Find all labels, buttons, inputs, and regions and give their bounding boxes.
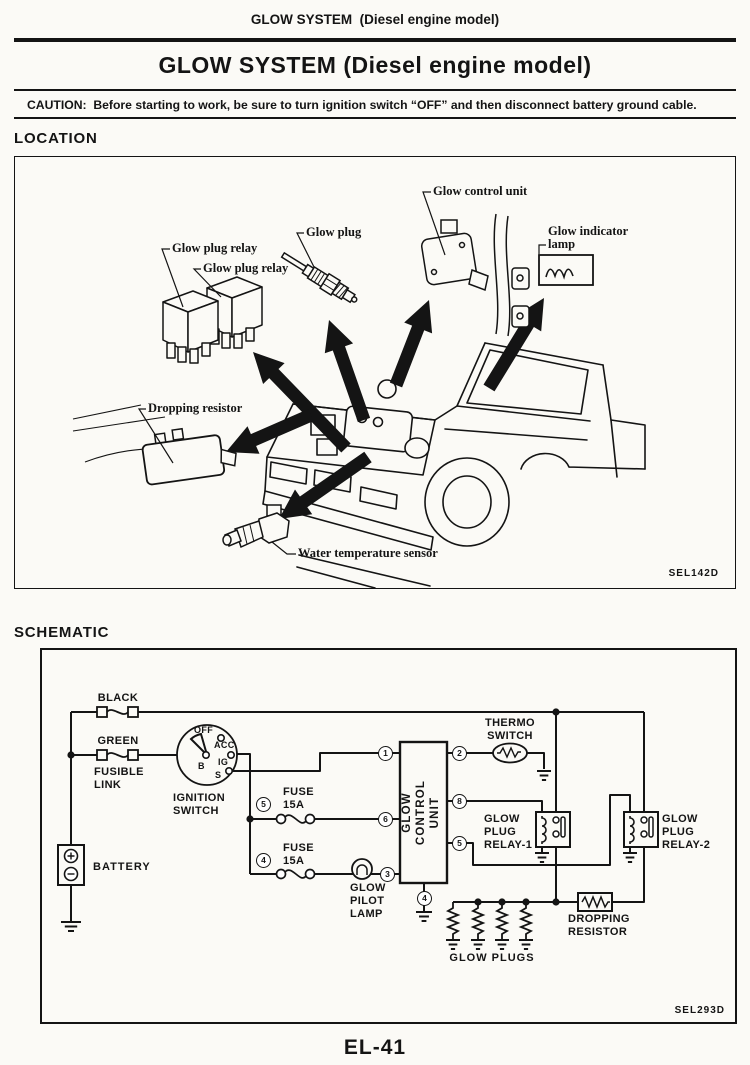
water-temperature-sensor-sketch <box>222 504 290 549</box>
glow-indicator-lamp-sketch <box>538 254 594 286</box>
schematic-heading: SCHEMATIC <box>14 624 110 641</box>
label-black-wire: BLACK <box>97 692 139 704</box>
caution-note: CAUTION: Before starting to work, be sur… <box>27 98 697 112</box>
label-water-temperature-sensor: Water temperature sensor <box>298 546 438 560</box>
pointer-arrow <box>324 320 371 423</box>
glow-plug-sketch <box>280 251 358 304</box>
glow-pilot-lamp-symbol <box>351 858 373 880</box>
divider <box>14 117 736 120</box>
label-glow-indicator-lamp: Glow indicator lamp <box>548 224 629 251</box>
junction-dots <box>67 708 560 906</box>
fusible-links <box>96 706 139 761</box>
terminal-1: 1 <box>378 746 393 761</box>
location-illustration <box>72 191 646 588</box>
label-position-off: OFF <box>194 725 214 735</box>
figure-id-schematic: SEL293D <box>674 1005 725 1016</box>
label-fusible-link: FUSIBLE LINK <box>94 766 144 791</box>
glow-control-unit-label: GLOW CONTROL UNIT <box>401 779 441 846</box>
glow-plugs-symbols <box>445 902 534 940</box>
glow-plug-relay-2-symbol <box>623 811 659 848</box>
glow-control-unit-sketch <box>420 213 530 337</box>
dropping-resistor-sketch <box>72 404 237 486</box>
label-position-b: B <box>198 761 205 771</box>
ignition-switch-symbol <box>176 724 238 786</box>
label-fuse-lower: FUSE 15A <box>283 842 314 867</box>
page-number: EL-41 <box>343 1036 407 1059</box>
label-glow-plug-relay-a: Glow plug relay <box>172 241 258 255</box>
label-battery: BATTERY <box>93 861 151 873</box>
schematic-figure: BLACK GREEN FUSIBLE LINK OFF ACC B IG S … <box>40 648 737 1024</box>
location-figure: Glow control unit Glow plug Glow indicat… <box>14 156 736 589</box>
page-title: GLOW SYSTEM (Diesel engine model) <box>158 52 592 78</box>
divider-thick <box>14 38 736 42</box>
terminal-4: 4 <box>417 891 432 906</box>
location-heading: LOCATION <box>14 130 98 147</box>
label-position-acc: ACC <box>214 740 235 750</box>
fuse-symbols <box>275 813 316 880</box>
pointer-arrow <box>253 352 351 453</box>
divider <box>14 89 736 92</box>
label-glow-plug-relay-b: Glow plug relay <box>203 261 289 275</box>
truck-illustration <box>262 342 646 588</box>
terminal-2: 2 <box>452 746 467 761</box>
label-dropping-resistor: Dropping resistor <box>148 401 243 415</box>
dropping-resistor-symbol <box>577 892 613 912</box>
label-green-wire: GREEN <box>97 735 139 747</box>
wires <box>70 711 645 922</box>
label-glow-plugs: GLOW PLUGS <box>449 952 535 964</box>
label-glow-plug-relay-2: GLOW PLUG RELAY-2 <box>662 813 711 851</box>
fuse-upper-marker: 5 <box>256 797 271 812</box>
label-thermo-switch: THERMO SWITCH <box>484 717 536 742</box>
figure-id-location: SEL142D <box>668 568 719 579</box>
terminal-5: 5 <box>452 836 467 851</box>
fuse-lower-marker: 4 <box>256 853 271 868</box>
pointer-arrow <box>226 409 314 454</box>
glow-plug-relay-1-symbol <box>535 811 571 848</box>
label-dropping-resistor: DROPPING RESISTOR <box>568 913 630 938</box>
thermo-switch-symbol <box>492 742 528 764</box>
label-glow-plug: Glow plug <box>306 225 362 239</box>
label-glow-plug-relay-1: GLOW PLUG RELAY-1 <box>484 813 533 851</box>
label-fuse-upper: FUSE 15A <box>283 786 314 811</box>
terminal-8: 8 <box>452 794 467 809</box>
running-header: GLOW SYSTEM (Diesel engine model) <box>250 12 500 27</box>
label-glow-pilot-lamp: GLOW PILOT LAMP <box>350 882 386 920</box>
label-position-s: S <box>215 770 222 780</box>
battery-symbol <box>57 844 85 886</box>
glow-plug-relays-sketch <box>162 276 263 364</box>
terminal-6: 6 <box>378 812 393 827</box>
label-ignition-switch: IGNITION SWITCH <box>173 792 226 817</box>
pointer-arrow <box>389 300 433 388</box>
leader-lines <box>137 191 546 555</box>
schematic-drawing <box>57 706 659 950</box>
glow-control-unit-box <box>398 740 449 885</box>
ground-symbols <box>61 770 637 950</box>
pointer-arrow <box>279 451 372 519</box>
terminal-3: 3 <box>380 867 395 882</box>
label-glow-control-unit: Glow control unit <box>433 184 528 198</box>
label-position-ig: IG <box>218 757 229 767</box>
